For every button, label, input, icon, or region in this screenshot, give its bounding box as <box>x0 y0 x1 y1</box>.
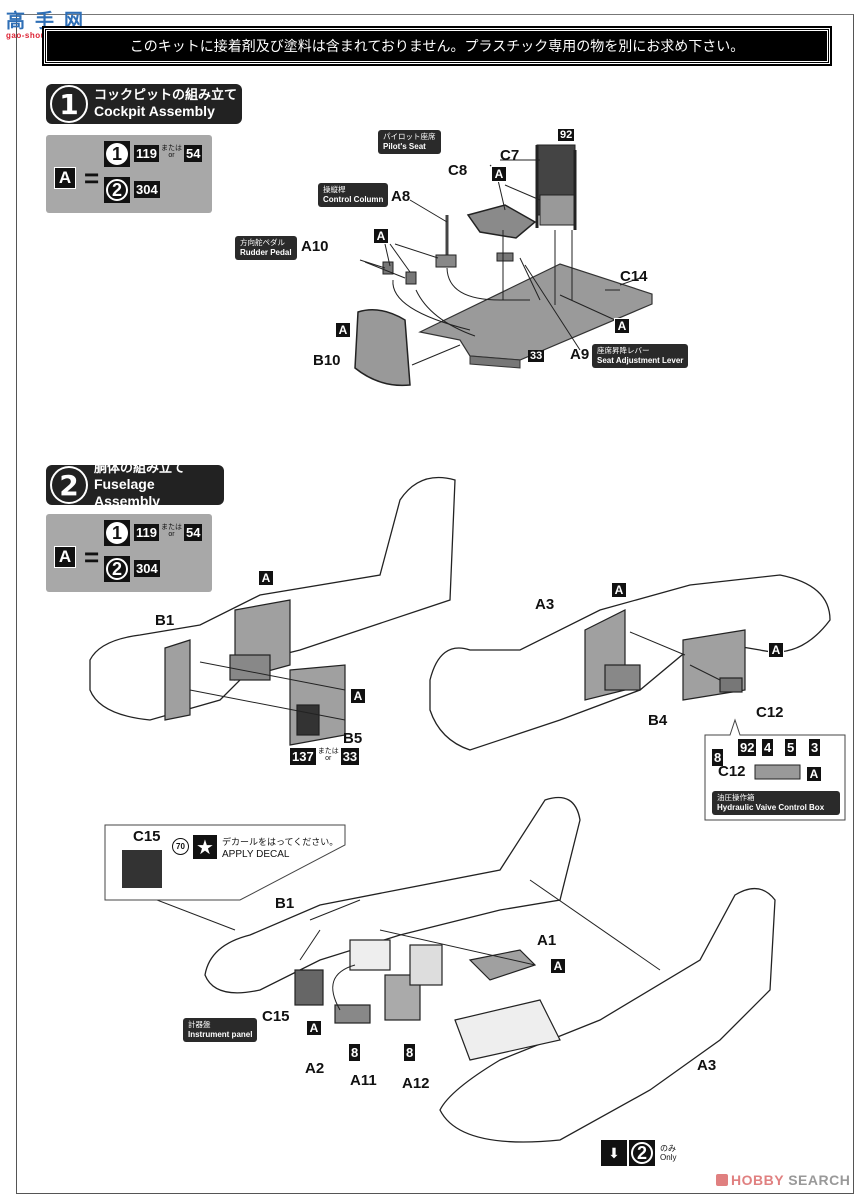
part-label-c8: C8 <box>448 162 468 179</box>
notice-banner: このキットに接着剤及び塗料は含まれておりません。プラスチック専用の物を別にお求め… <box>42 26 832 66</box>
part-label-a2: A2 <box>305 1060 325 1077</box>
hobby-search-logo: HOBBY SEARCH <box>716 1172 850 1188</box>
step-1-number: 1 <box>50 85 88 123</box>
paint-marker: A <box>768 642 784 658</box>
drill-hole-icon: ⬇ <box>601 1140 627 1166</box>
paint-key: A <box>54 167 76 189</box>
part-label-c12: C12 <box>756 704 784 721</box>
step-2-title-jp: 胴体の組み立て <box>93 460 185 476</box>
paint-marker: A <box>491 166 507 182</box>
color-code: 54 <box>183 145 203 162</box>
paint-key: A <box>54 546 76 568</box>
decal-number-70: 70 <box>172 838 189 855</box>
color-code-33: 33 <box>528 350 545 362</box>
part-label-a12: A12 <box>402 1075 430 1092</box>
part-label-a8: A8 <box>391 188 411 205</box>
rudder-pedal-a10 <box>382 261 394 275</box>
step-2-number: 2 <box>50 466 88 504</box>
lever-part-a9 <box>496 252 514 262</box>
panel-c15 <box>294 969 324 1006</box>
version-2-icon: 2 <box>104 556 130 582</box>
box-c12 <box>719 677 743 693</box>
step-1-title-en: Cockpit Assembly <box>94 103 215 119</box>
version-only-note: ⬇ 2 のみ Only <box>601 1140 676 1166</box>
page-frame <box>16 14 854 1194</box>
apply-decal-note: デカールをはってください。 APPLY DECAL <box>222 838 339 860</box>
part-label-a3: A3 <box>535 596 555 613</box>
watermark-url: gao-shou.com <box>6 31 67 40</box>
fuselage-assembly-right <box>439 888 776 1143</box>
seat-part-c8 <box>466 204 537 239</box>
version-2-icon: 2 <box>104 177 130 203</box>
panel-a2 <box>334 1004 371 1024</box>
color-code-92: 92 <box>558 129 575 141</box>
hobby-search-icon <box>716 1174 728 1186</box>
color-code-8: 8 <box>404 1044 416 1061</box>
color-code: 119 <box>134 145 159 162</box>
part-label-a11: A11 <box>350 1072 377 1089</box>
watermark-chars: 高手网 <box>6 10 94 32</box>
paint-marker: A <box>611 582 627 598</box>
decal-callout <box>104 824 346 901</box>
version-1-icon: 1 <box>104 141 130 167</box>
part-label-c15-detail: C15 <box>133 828 161 845</box>
color-code: 54 <box>183 524 203 541</box>
part-label-a10: A10 <box>301 238 329 255</box>
step-2-header: 2 胴体の組み立て Fuselage Assembly <box>46 461 224 509</box>
step-1-header: 1 コックピットの組み立て Cockpit Assembly <box>46 84 242 124</box>
paint-marker: A <box>258 570 274 586</box>
paint-marker: A <box>306 1020 322 1036</box>
star-decal-icon: ★ <box>193 835 217 859</box>
color-code: 304 <box>134 560 160 577</box>
part-label-b5: B5 <box>343 730 363 747</box>
part-label-b1: B1 <box>155 612 175 629</box>
part-label-b10: B10 <box>313 352 341 369</box>
part-label-b1-assembly: B1 <box>275 895 295 912</box>
site-watermark: 高手网 gao-shou.com <box>4 6 104 40</box>
part-label-c15: C15 <box>262 1008 290 1025</box>
floor-part-c14 <box>418 263 653 361</box>
paint-marker: A <box>614 318 630 334</box>
paint-marker: A <box>373 228 389 244</box>
equals-sign: = <box>84 542 100 572</box>
fuselage-assembly-left <box>204 796 581 994</box>
part-label-a3-assembly: A3 <box>697 1057 717 1074</box>
color-code-8: 8 <box>349 1044 361 1061</box>
equals-sign: = <box>84 163 100 193</box>
floor-part-a1 <box>468 949 537 981</box>
step-2-title-en: Fuselage Assembly <box>93 475 161 509</box>
fuselage-half-b1 <box>89 476 456 721</box>
part-label-c14: C14 <box>620 268 648 285</box>
color-code: 119 <box>134 524 159 541</box>
version-1-icon: 1 <box>104 520 130 546</box>
part-label-a9: A9 <box>570 346 590 363</box>
paint-marker: A <box>335 322 351 338</box>
part-label-a1: A1 <box>537 932 557 949</box>
fuselage-half-a3 <box>429 574 831 751</box>
part-label-c7: C7 <box>500 147 520 164</box>
panel-a12 <box>409 944 443 986</box>
part-label-b4: B4 <box>648 712 668 729</box>
version-2-icon: 2 <box>629 1140 655 1166</box>
bulkhead-part-b10 <box>354 309 411 387</box>
notice-text: このキットに接着剤及び塗料は含まれておりません。プラスチック専用の物を別にお求め… <box>129 39 745 55</box>
paint-marker: A <box>550 958 566 974</box>
paint-marker: A <box>350 688 366 704</box>
color-code: 304 <box>134 181 160 198</box>
step-1-title-jp: コックピットの組み立て <box>94 88 238 103</box>
